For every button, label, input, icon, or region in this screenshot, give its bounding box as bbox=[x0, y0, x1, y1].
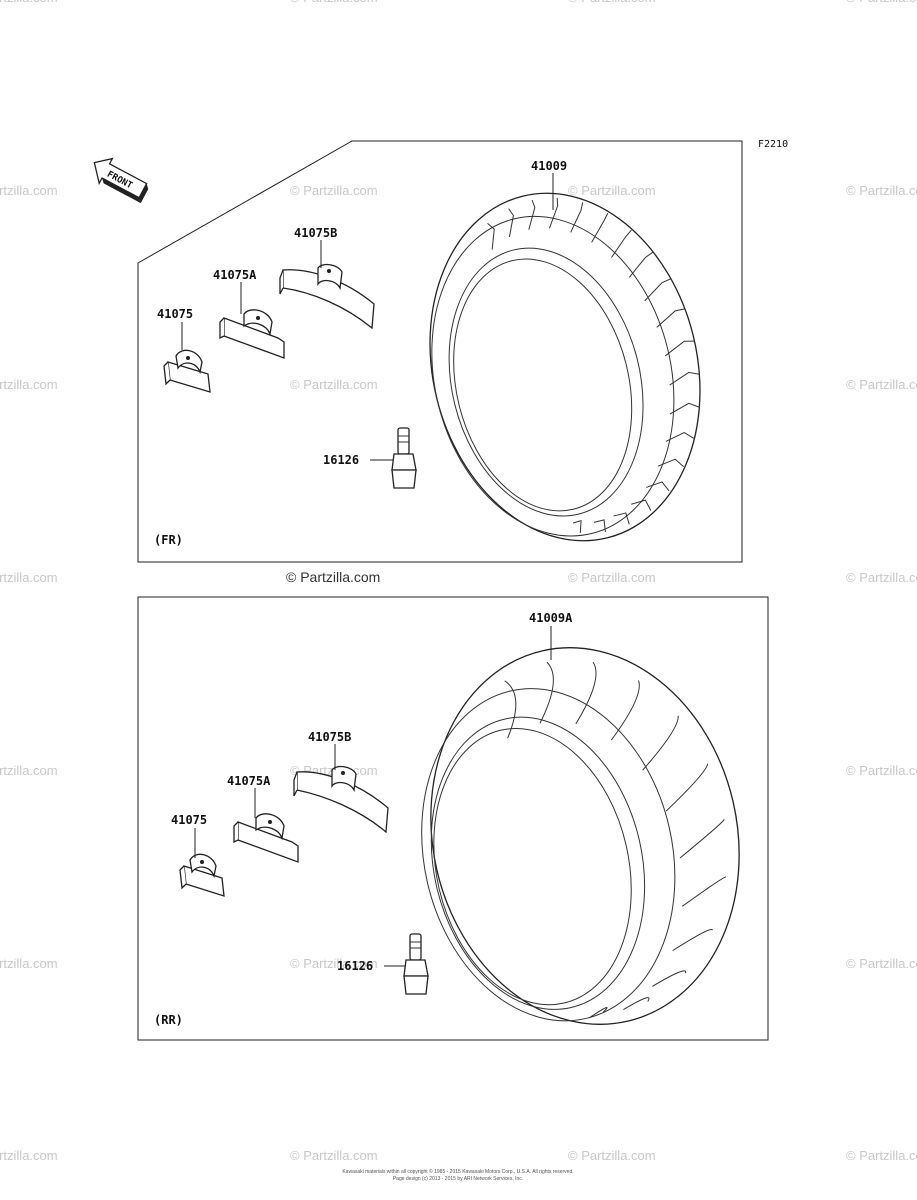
partzilla-watermark: © Partzilla.com bbox=[0, 0, 58, 5]
tread-groove bbox=[657, 458, 684, 468]
tread-groove bbox=[487, 222, 495, 250]
tread-groove bbox=[611, 229, 632, 258]
partzilla-watermark: © Partzilla.com bbox=[290, 377, 378, 392]
weight-41075a-front[interactable] bbox=[219, 309, 285, 359]
partzilla-watermark: © Partzilla.com bbox=[0, 1148, 58, 1163]
tread-groove bbox=[613, 512, 630, 525]
tread-groove bbox=[679, 819, 725, 859]
label-41075b-front: 41075B bbox=[294, 226, 337, 240]
label-41075a-rear: 41075A bbox=[227, 774, 271, 788]
partzilla-watermark: © Partzilla.com bbox=[846, 570, 917, 585]
weight-41075a-rear[interactable] bbox=[233, 813, 299, 863]
partzilla-watermark: © Partzilla.com bbox=[0, 956, 58, 971]
valve-16126-rear[interactable] bbox=[403, 933, 429, 995]
label-41075b-rear: 41075B bbox=[308, 730, 351, 744]
label-41009a: 41009A bbox=[529, 611, 573, 625]
label-16126-rear: 16126 bbox=[337, 959, 373, 973]
tread-groove bbox=[669, 402, 700, 415]
tread-groove bbox=[681, 876, 727, 907]
tread-groove bbox=[631, 499, 652, 511]
tread-groove bbox=[665, 432, 695, 442]
partzilla-watermark: © Partzilla.com bbox=[0, 377, 58, 392]
footer-page-design: Page design (c) 2013 - 2015 by ARI Netwo… bbox=[393, 1176, 523, 1182]
tread-groove bbox=[646, 481, 670, 492]
tread-groove bbox=[528, 199, 536, 230]
partzilla-watermark: © Partzilla.com bbox=[846, 1148, 917, 1163]
tread-groove bbox=[642, 715, 679, 771]
tread-groove bbox=[665, 763, 709, 812]
figure-code: F2210 bbox=[758, 139, 788, 150]
section-tag-front: (FR) bbox=[154, 533, 183, 547]
partzilla-watermark: © Partzilla.com bbox=[846, 183, 917, 198]
label-16126-front: 16126 bbox=[323, 453, 359, 467]
front-direction-arrow: FRONT bbox=[93, 157, 149, 204]
partzilla-watermark: © Partzilla.com bbox=[290, 956, 378, 971]
label-41075-rear: 41075 bbox=[171, 813, 207, 827]
valve-16126-front[interactable] bbox=[391, 427, 417, 489]
tread-groove bbox=[575, 661, 597, 725]
partzilla-watermark: © Partzilla.com bbox=[0, 570, 58, 585]
partzilla-watermark: © Partzilla.com bbox=[290, 183, 378, 198]
rear-panel: 41009A 41075B 41075A 41075 16126 (RR) bbox=[137, 596, 769, 1041]
label-41075a-front: 41075A bbox=[213, 268, 257, 282]
label-41009: 41009 bbox=[531, 159, 567, 173]
partzilla-watermark: © Partzilla.com bbox=[0, 183, 58, 198]
weight-41075-front[interactable] bbox=[163, 349, 211, 393]
partzilla-watermark: © Partzilla.com bbox=[846, 377, 917, 392]
partzilla-watermark: © Partzilla.com bbox=[846, 0, 917, 5]
partzilla-watermark: © Partzilla.com bbox=[290, 0, 378, 5]
tread-groove bbox=[508, 208, 514, 238]
tread-groove bbox=[593, 519, 606, 532]
tread-groove bbox=[572, 520, 582, 533]
tread-groove bbox=[623, 997, 650, 1011]
tread-groove bbox=[591, 213, 609, 243]
partzilla-watermark: © Partzilla.com bbox=[290, 1148, 378, 1163]
tread-groove bbox=[652, 970, 687, 987]
tread-groove bbox=[656, 308, 685, 328]
section-tag-rear: (RR) bbox=[154, 1013, 183, 1027]
tread-groove bbox=[504, 680, 517, 739]
label-41075-front: 41075 bbox=[157, 307, 193, 321]
tread-groove bbox=[669, 371, 700, 386]
weight-41075b-rear[interactable] bbox=[293, 765, 389, 834]
partzilla-watermark: © Partzilla.com bbox=[568, 1148, 656, 1163]
front-panel: 41009 41075B 41075A 41075 16126 (FR) bbox=[137, 140, 743, 563]
tread-groove bbox=[664, 340, 695, 357]
front-tire-illustration bbox=[429, 192, 701, 542]
partzilla-watermark: © Partzilla.com bbox=[0, 763, 58, 778]
tread-groove bbox=[548, 197, 559, 229]
tread-groove bbox=[539, 661, 554, 724]
partzilla-watermark: © Partzilla.com bbox=[846, 763, 917, 778]
partzilla-watermark: © Partzilla.com bbox=[846, 956, 917, 971]
tread-groove bbox=[588, 1006, 608, 1019]
weight-41075-rear[interactable] bbox=[179, 853, 225, 897]
partzilla-watermark-main: © Partzilla.com bbox=[286, 569, 380, 585]
partzilla-watermark: © Partzilla.com bbox=[568, 0, 656, 5]
tread-groove bbox=[610, 680, 640, 741]
rear-tire-illustration bbox=[421, 647, 740, 1025]
tread-groove bbox=[629, 251, 653, 278]
partzilla-watermark: © Partzilla.com bbox=[568, 570, 656, 585]
tread-groove bbox=[570, 202, 584, 233]
weight-41075b-front[interactable] bbox=[279, 263, 375, 330]
tread-groove bbox=[644, 278, 671, 302]
partzilla-watermark: © Partzilla.com bbox=[568, 183, 656, 198]
tread-groove bbox=[672, 928, 714, 952]
footer-copyright: Kawasaki materials within all copyright … bbox=[342, 1168, 573, 1175]
